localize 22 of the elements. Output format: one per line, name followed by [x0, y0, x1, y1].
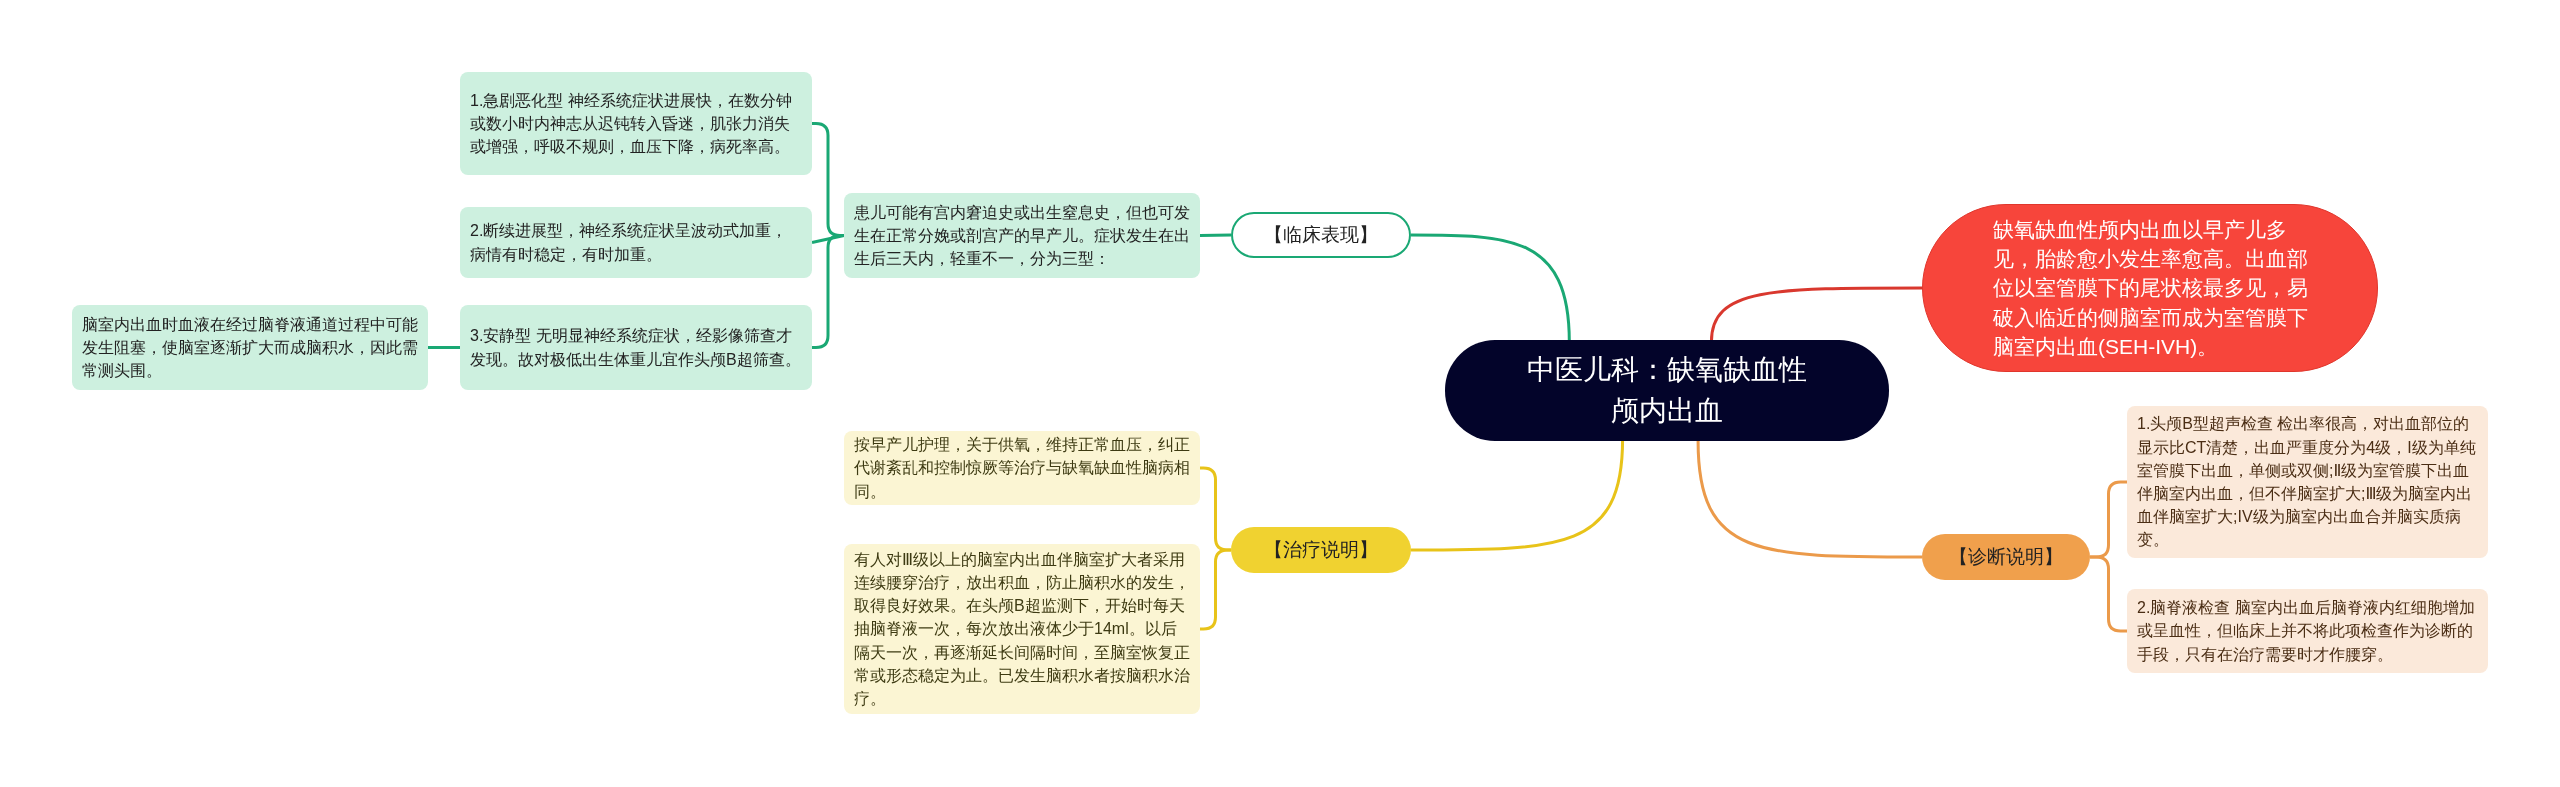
connector: [1411, 233, 1571, 343]
connector: [1411, 438, 1625, 552]
connector: [428, 346, 460, 349]
connector: [1709, 286, 1922, 343]
connector: [811, 234, 845, 244]
note-card: 按早产儿护理，关于供氧，维持正常血压，纠正代谢紊乱和控制惊厥等治疗与缺氧缺血性脑病相同。: [844, 431, 1200, 505]
topic-tag: 【诊断说明】: [1922, 534, 2090, 580]
topic-tag: 【临床表现】: [1231, 212, 1411, 258]
summary-bubble: 缺氧缺血性颅内出血以早产儿多见，胎龄愈小发生率愈高。出血部位以室管膜下的尾状核最多见，易破入临近的侧脑室而成为室管膜下脑室内出血(SEH-IVH)。: [1922, 204, 2378, 372]
connector: [2090, 555, 2127, 633]
connector: [1696, 440, 1922, 559]
note-card: 患儿可能有宫内窘迫史或出生窒息史，但也可发生在正常分娩或剖宫产的早产儿。症状发生在出生后三天内，轻重不一，分为三型：: [844, 193, 1200, 278]
central-topic: 中医儿科：缺氧缺血性颅内出血: [1445, 340, 1889, 441]
connector: [1199, 233, 1232, 237]
note-card: 1.头颅B型超声检查 检出率很高，对出血部位的显示比CT清楚，出血严重度分为4级，I级为单纯室管膜下出血，单侧或双侧;Ⅱ级为室管膜下出血伴脑室内出血，但不伴脑室扩大;Ⅲ级为脑室内出血伴脑室扩大;IV级为脑室内出血合并脑实质病变。: [2127, 406, 2488, 558]
topic-tag: 【治疗说明】: [1231, 527, 1411, 573]
note-card: 1.急剧恶化型 神经系统症状进展快，在数分钟或数小时内神志从迟钝转入昏迷，肌张力消失或增强，呼吸不规则，血压下降，病死率高。: [460, 72, 812, 175]
note-card: 2.脑脊液检查 脑室内出血后脑脊液内红细胞增加或呈血性，但临床上并不将此项检查作为诊断的手段，只有在治疗需要时才作腰穿。: [2127, 589, 2488, 673]
note-card: 有人对Ⅲ级以上的脑室内出血伴脑室扩大者采用连续腰穿治疗，放出积血，防止脑积水的发生，取得良好效果。在头颅B超监测下，开始时每天抽脑脊液一次，每次放出液体少于14ml。以后隔天一次，再逐渐延长间隔时间，至脑室恢复正常或形态稳定为止。已发生脑积水者按脑积水治疗。: [844, 544, 1200, 714]
note-card: 3.安静型 无明显神经系统症状，经影像筛查才发现。故对极低出生体重儿宜作头颅B超筛查。: [460, 305, 812, 390]
note-card: 脑室内出血时血液在经过脑脊液通道过程中可能发生阻塞，使脑室逐渐扩大而成脑积水，因此需常测头围。: [72, 305, 428, 390]
note-card: 2.断续进展型，神经系统症状呈波动式加重，病情有时稳定，有时加重。: [460, 207, 812, 278]
